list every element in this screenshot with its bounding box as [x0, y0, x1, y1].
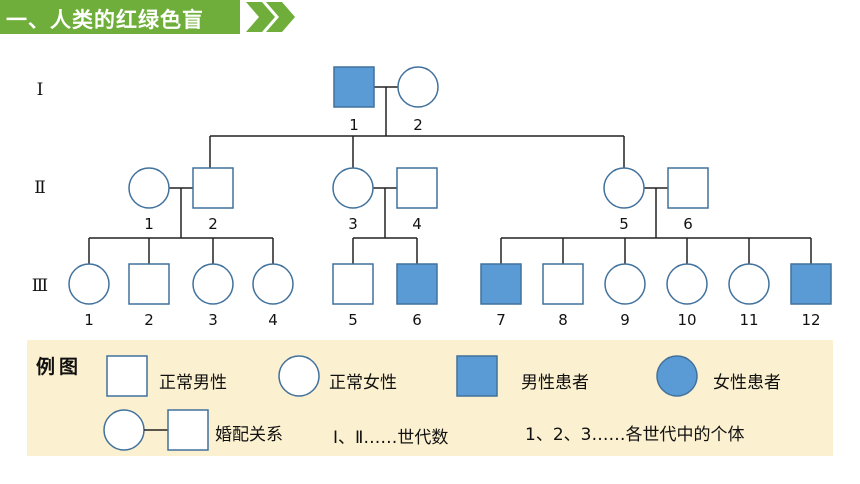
normal-female-iii-10 [666, 263, 708, 305]
individual-label-iii-2: 2 [144, 311, 154, 329]
legend-generation-note: Ⅰ、Ⅱ……世代数 [333, 428, 449, 448]
normal-female-ii-1 [128, 167, 170, 209]
individual-label-ii-6: 6 [683, 215, 693, 233]
pedigree-shapes [68, 66, 832, 305]
legend-normal-male-label: 正常男性 [159, 373, 227, 393]
normal-female-ii-3 [332, 167, 374, 209]
normal-male-iii-5 [332, 263, 374, 305]
legend-normal-male-symbol [106, 355, 148, 397]
legend-affected-female-label: 女性患者 [713, 373, 781, 393]
individual-label-iii-9: 9 [620, 311, 630, 329]
legend-normal-female-label: 正常女性 [329, 373, 397, 393]
normal-male-ii-2 [192, 167, 234, 209]
legend-shapes [103, 355, 698, 451]
normal-female-iii-3 [192, 263, 234, 305]
individual-label-iii-11: 11 [739, 311, 758, 329]
affected-male-iii-12 [790, 263, 832, 305]
normal-female-iii-4 [252, 263, 294, 305]
header-title: 一、人类的红绿色盲 [6, 8, 204, 32]
legend-marriage-label: 婚配关系 [215, 425, 283, 445]
legend-box [27, 340, 833, 456]
individual-label-i-1: 1 [349, 116, 359, 134]
generation-label-1: Ⅰ [37, 80, 44, 100]
normal-female-ii-5 [603, 167, 645, 209]
individual-label-iii-6: 6 [412, 311, 422, 329]
normal-female-i-2 [397, 66, 439, 108]
individual-label-iii-8: 8 [558, 311, 568, 329]
legend-normal-female-symbol [278, 355, 320, 397]
individual-label-iii-10: 10 [677, 311, 696, 329]
individual-label-ii-4: 4 [412, 215, 422, 233]
individual-label-ii-3: 3 [348, 215, 358, 233]
normal-female-iii-9 [604, 263, 646, 305]
normal-female-iii-1 [68, 263, 110, 305]
normal-male-iii-8 [542, 263, 584, 305]
normal-male-iii-2 [128, 263, 170, 305]
individual-label-ii-1: 1 [144, 215, 154, 233]
double-chevron-icon [246, 2, 295, 32]
pedigree-lines [88, 86, 812, 264]
individual-label-iii-4: 4 [268, 311, 278, 329]
affected-male-i-1 [333, 66, 375, 108]
individual-label-i-2: 2 [413, 116, 423, 134]
legend-affected-male-label: 男性患者 [521, 373, 589, 393]
legend-marriage-female-symbol [103, 409, 145, 451]
header-bar [0, 0, 240, 34]
individual-label-ii-2: 2 [208, 215, 218, 233]
individual-label-iii-7: 7 [496, 311, 506, 329]
generation-label-2: Ⅱ [34, 178, 46, 198]
individual-label-iii-12: 12 [801, 311, 820, 329]
normal-female-iii-11 [728, 263, 770, 305]
individual-label-ii-5: 5 [619, 215, 629, 233]
legend-title: 例图 [36, 356, 83, 378]
individual-label-iii-3: 3 [208, 311, 218, 329]
legend-affected-male-symbol [456, 355, 498, 397]
legend-marriage-male-symbol [167, 409, 209, 451]
individual-label-iii-5: 5 [348, 311, 358, 329]
legend-affected-female-symbol [656, 355, 698, 397]
normal-male-ii-6 [667, 167, 709, 209]
legend-individual-note: 1、2、3……各世代中的个体 [525, 425, 745, 445]
affected-male-iii-6 [396, 263, 438, 305]
individual-label-iii-1: 1 [84, 311, 94, 329]
affected-male-iii-7 [480, 263, 522, 305]
normal-male-ii-4 [396, 167, 438, 209]
generation-labels: Ⅰ Ⅱ Ⅲ [32, 80, 48, 296]
generation-label-3: Ⅲ [32, 276, 48, 296]
